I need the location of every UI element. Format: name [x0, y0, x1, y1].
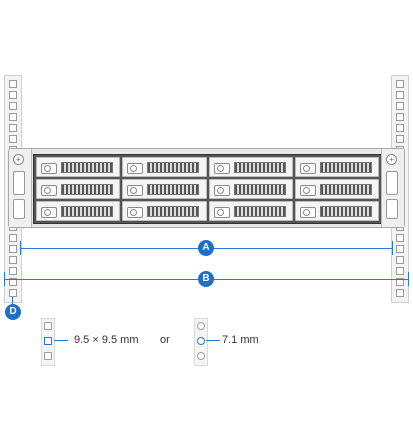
drive-handle-grill	[319, 184, 372, 195]
drive-lock-icon	[41, 185, 57, 196]
callout-b: B	[198, 271, 214, 287]
square-hole-leader	[54, 340, 68, 341]
callout-d-leader	[12, 297, 13, 305]
rail-hole	[9, 135, 17, 143]
mounting-ear-right: +	[381, 149, 404, 227]
drive-handle-grill	[319, 206, 372, 217]
rail-hole	[9, 245, 17, 253]
drive-bay	[122, 179, 207, 199]
rail-hole	[396, 256, 404, 264]
drive-handle-grill	[319, 162, 372, 173]
rail-hole	[396, 135, 404, 143]
drive-bay	[294, 201, 379, 221]
rail-hole	[9, 278, 17, 286]
callout-a: A	[198, 240, 214, 256]
rail-hole	[9, 256, 17, 264]
round-hole-leader	[206, 340, 220, 341]
nas-chassis: + +	[8, 148, 405, 228]
drive-lock-icon	[127, 163, 144, 174]
drive-bay	[208, 157, 293, 177]
drive-lock-icon	[299, 163, 316, 174]
drive-lock-icon	[213, 207, 230, 218]
handle-icon	[386, 199, 398, 219]
rail-hole	[396, 234, 404, 242]
drive-lock-icon	[127, 207, 144, 218]
drive-lock-icon	[299, 185, 316, 196]
square-hole-icon	[44, 337, 52, 345]
drive-handle-grill	[147, 162, 200, 173]
drive-handle-grill	[233, 184, 286, 195]
drive-handle-grill	[61, 184, 113, 195]
round-hole-strip	[194, 318, 208, 366]
rail-hole	[396, 80, 404, 88]
handle-icon	[13, 171, 25, 195]
drive-bay	[36, 179, 121, 199]
drive-handle-grill	[233, 162, 286, 173]
screw-icon: +	[386, 154, 397, 165]
rail-hole	[9, 91, 17, 99]
drive-handle-grill	[233, 206, 286, 217]
drive-bays	[33, 154, 382, 224]
rail-hole	[396, 245, 404, 253]
round-hole-label: 7.1 mm	[222, 334, 259, 346]
rail-hole	[396, 289, 404, 297]
rail-hole	[9, 267, 17, 275]
rail-hole	[9, 234, 17, 242]
drive-bay	[122, 201, 207, 221]
drive-handle-grill	[147, 206, 200, 217]
drive-bay	[36, 201, 121, 221]
drive-lock-icon	[127, 185, 144, 196]
callout-d: D	[5, 304, 21, 320]
screw-icon: +	[13, 154, 24, 165]
rail-hole	[9, 113, 17, 121]
rail-hole	[396, 113, 404, 121]
drive-bay	[36, 157, 121, 177]
drive-lock-icon	[41, 207, 57, 218]
handle-icon	[386, 171, 398, 195]
drive-bay	[208, 179, 293, 199]
rail-hole	[396, 267, 404, 275]
drive-lock-icon	[213, 185, 230, 196]
round-hole-icon	[197, 337, 205, 345]
rail-hole	[9, 102, 17, 110]
drive-bay	[208, 201, 293, 221]
drive-handle-grill	[61, 206, 113, 217]
drive-bay	[294, 179, 379, 199]
drive-bay	[294, 157, 379, 177]
drive-handle-grill	[147, 184, 200, 195]
drive-handle-grill	[61, 162, 113, 173]
rail-hole	[396, 278, 404, 286]
drive-lock-icon	[41, 163, 57, 174]
rail-hole	[9, 289, 17, 297]
handle-icon	[13, 199, 25, 219]
rail-hole	[9, 124, 17, 132]
option-separator: or	[160, 334, 170, 346]
square-hole-strip	[41, 318, 55, 366]
mounting-ear-left: +	[9, 149, 32, 227]
rail-hole	[396, 102, 404, 110]
rail-hole	[9, 80, 17, 88]
drive-lock-icon	[299, 207, 316, 218]
drive-bay	[122, 157, 207, 177]
drive-lock-icon	[213, 163, 230, 174]
rail-hole	[396, 91, 404, 99]
square-hole-label: 9.5 × 9.5 mm	[74, 334, 139, 346]
rail-hole	[396, 124, 404, 132]
